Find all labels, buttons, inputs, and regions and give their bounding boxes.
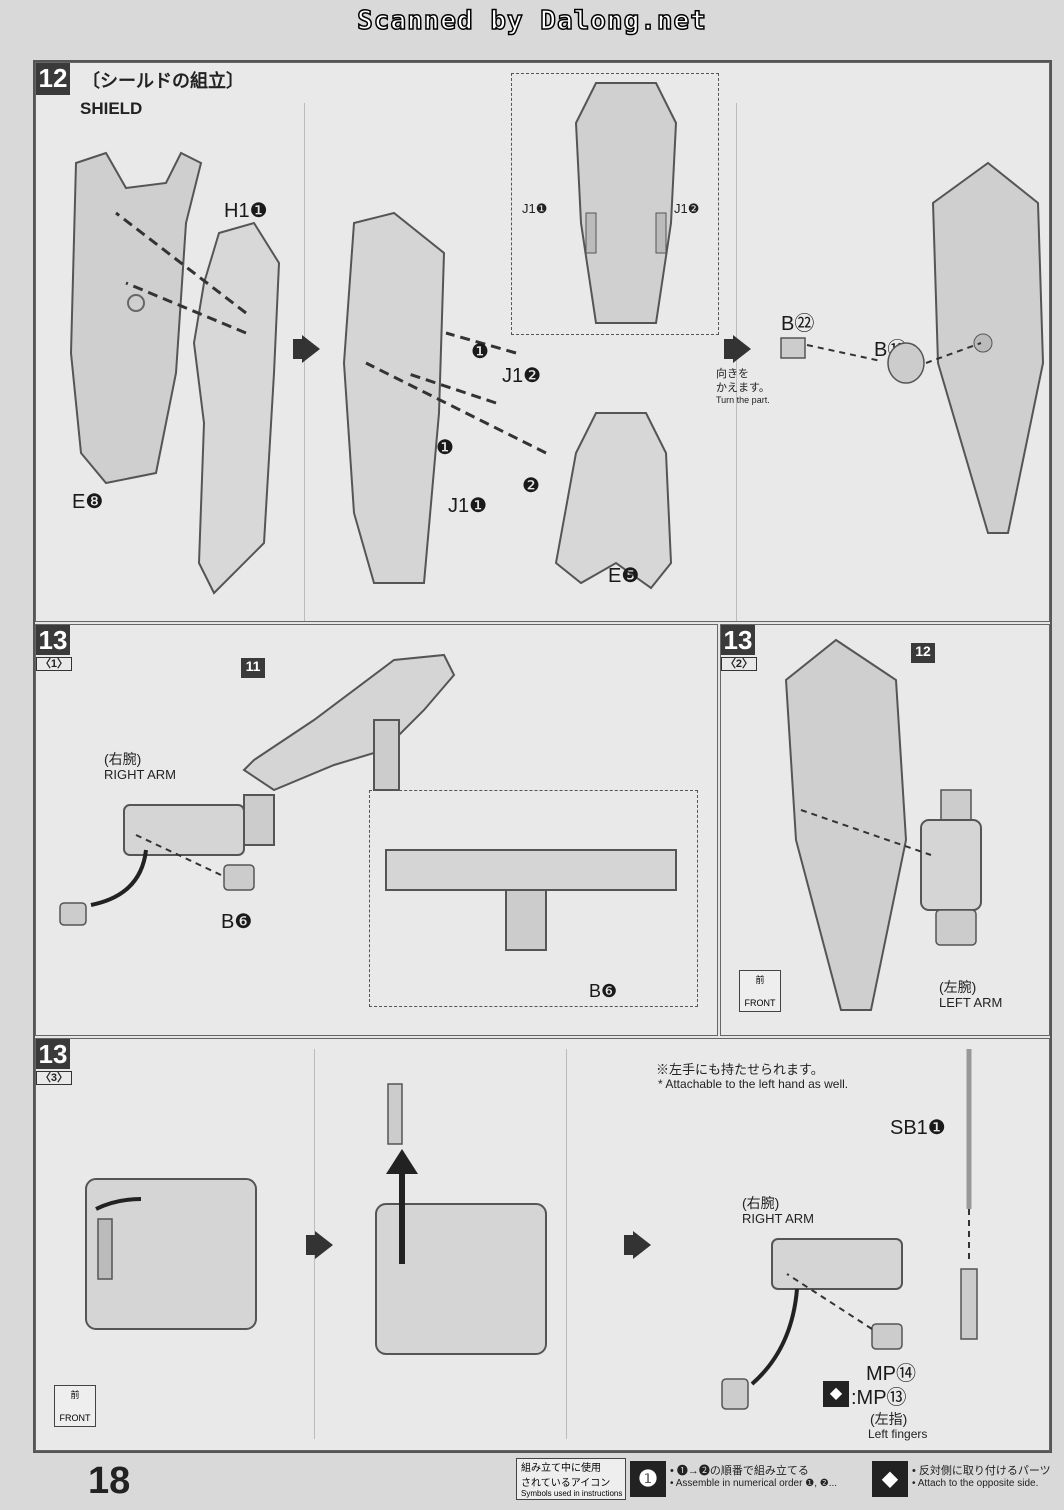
detail-inset [511, 73, 719, 335]
part-label-e8: E❽ [72, 491, 104, 513]
legend-jp-1: 組み立て中に使用 [521, 1463, 601, 1474]
shield-part-e5 [554, 412, 673, 590]
part-label-b22: B㉒ [781, 313, 815, 335]
left-arm [920, 789, 982, 946]
beam-saber [960, 1049, 978, 1340]
side-jp: • 反対側に取り付けるパーツ [912, 1465, 1051, 1477]
detail-label-b6: B❻ [589, 981, 618, 1001]
page-number: 18 [88, 1460, 131, 1502]
detail-shield-back [574, 82, 678, 324]
step-title-en: SHIELD [80, 99, 143, 118]
watermark: Scanned by Dalong.net [356, 5, 707, 37]
front-jp: 前 [755, 975, 765, 985]
shield-handle-parts [780, 337, 982, 384]
front-en: FRONT [59, 1413, 91, 1423]
part-label-mp14: MP⑭ [866, 1363, 916, 1385]
right-arm [123, 794, 275, 856]
part-label-mp13: :MP⑬ [851, 1387, 907, 1409]
arm-label-en: RIGHT ARM [104, 767, 176, 782]
part-label-h1: H1❶ [224, 200, 268, 222]
part-label-b6: B❻ [221, 911, 253, 933]
shield-part-h1 [192, 221, 281, 595]
next-arrow-2 [733, 335, 751, 363]
hand-parts [59, 834, 255, 926]
order-mark-1b: ❶ [436, 437, 454, 459]
step-sub: 〈1〉 [36, 657, 72, 671]
next-arrow [315, 1231, 333, 1259]
step13-2-panel: 13 〈2〉 12 (左腕) LEFT ARM 前 FRONT [720, 624, 1050, 1036]
part-label-e5: E❺ [608, 565, 640, 587]
hip-view-2 [375, 1083, 547, 1355]
note-jp: ※左手にも持たせられます。 [656, 1062, 824, 1077]
step13-1-panel: 13 〈1〉 11 (右腕) RIGHT ARM B❻ B❻ [35, 624, 718, 1036]
step-sub: 〈2〉 [721, 657, 757, 671]
rifle-detail [385, 849, 677, 951]
arm-label-jp: (右腕) [742, 1195, 780, 1211]
step-number: 13 [36, 1039, 70, 1069]
order-jp: • ❶→❷の順番で組み立てる [670, 1465, 809, 1477]
legend-header: 組み立て中に使用 されているアイコン Symbols used in instr… [516, 1458, 626, 1500]
step-sub: 〈3〉 [36, 1071, 72, 1085]
arm-label-en: RIGHT ARM [742, 1211, 814, 1226]
shield-part-e8 [69, 151, 203, 485]
legend-en: Symbols used in instructions [521, 1489, 623, 1498]
detail-label-j1-2: J1❷ [674, 201, 700, 216]
shield-assembly [342, 211, 446, 584]
side-en: • Attach to the opposite side. [912, 1478, 1039, 1489]
attach-arrow [800, 809, 932, 856]
beam-rifle [242, 653, 456, 792]
ref-step-11: 11 [241, 658, 265, 678]
note-en: * Attachable to the left hand as well. [658, 1077, 849, 1091]
order-mark-2: ❷ [522, 475, 540, 497]
arm-label-en: LEFT ARM [939, 995, 1003, 1010]
assembly-arrows-h1 [115, 211, 247, 335]
front-badge: 前 FRONT [739, 970, 781, 1012]
instruction-page: 12 〔シールドの組立〕 SHIELD H1❶ E❽ ❶ [33, 60, 1052, 1453]
legend-jp-2: されているアイコン [521, 1478, 611, 1489]
next-arrow [302, 335, 320, 363]
front-badge: 前 FRONT [54, 1385, 96, 1427]
part-label-sb1: SB1❶ [890, 1117, 946, 1139]
front-jp: 前 [70, 1390, 80, 1400]
shield-final [931, 161, 1045, 534]
opposite-side-legend-icon: ◆ [872, 1461, 908, 1497]
turn-note-jp-1: 向きを [716, 368, 749, 380]
step-number: 13 [721, 625, 755, 655]
detail-label-j1-1: J1❶ [522, 201, 548, 216]
next-arrow-2 [633, 1231, 651, 1259]
step-title-jp: 〔シールドの組立〕 [82, 71, 244, 91]
step-number: 12 [36, 63, 70, 95]
fingers-label-jp: (左指) [870, 1411, 908, 1427]
assembly-arrows-j1 [365, 331, 547, 455]
turn-note-en: Turn the part. [716, 395, 770, 405]
ref-step-12: 12 [911, 643, 935, 663]
part-label-j1-1: J1❶ [448, 495, 488, 517]
order-mark-1a: ❶ [471, 341, 489, 363]
hip-view-1 [85, 1178, 257, 1330]
order-en: • Assemble in numerical order ❶, ❷... [670, 1478, 838, 1489]
right-arm-saber [721, 1238, 903, 1410]
arm-label-jp: (右腕) [104, 751, 142, 767]
rifle-detail-inset [369, 790, 698, 1007]
turn-note-jp-2: かえます。 [716, 382, 770, 394]
order-icon: ❶ [630, 1461, 666, 1497]
fingers-label-en: Left fingers [868, 1427, 928, 1441]
step12-panel: 12 〔シールドの組立〕 SHIELD H1❶ E❽ ❶ [35, 62, 1050, 622]
arm-label-jp: (左腕) [939, 979, 977, 995]
front-en: FRONT [744, 998, 776, 1008]
part-label-j1-2: J1❷ [502, 365, 542, 387]
opposite-side-icon: ◆ [823, 1381, 849, 1407]
step13-3-panel: 13 〈3〉 前 FRONT ※左手にも持たせられます。 * Attachabl… [35, 1038, 1050, 1451]
step-number: 13 [36, 625, 70, 655]
